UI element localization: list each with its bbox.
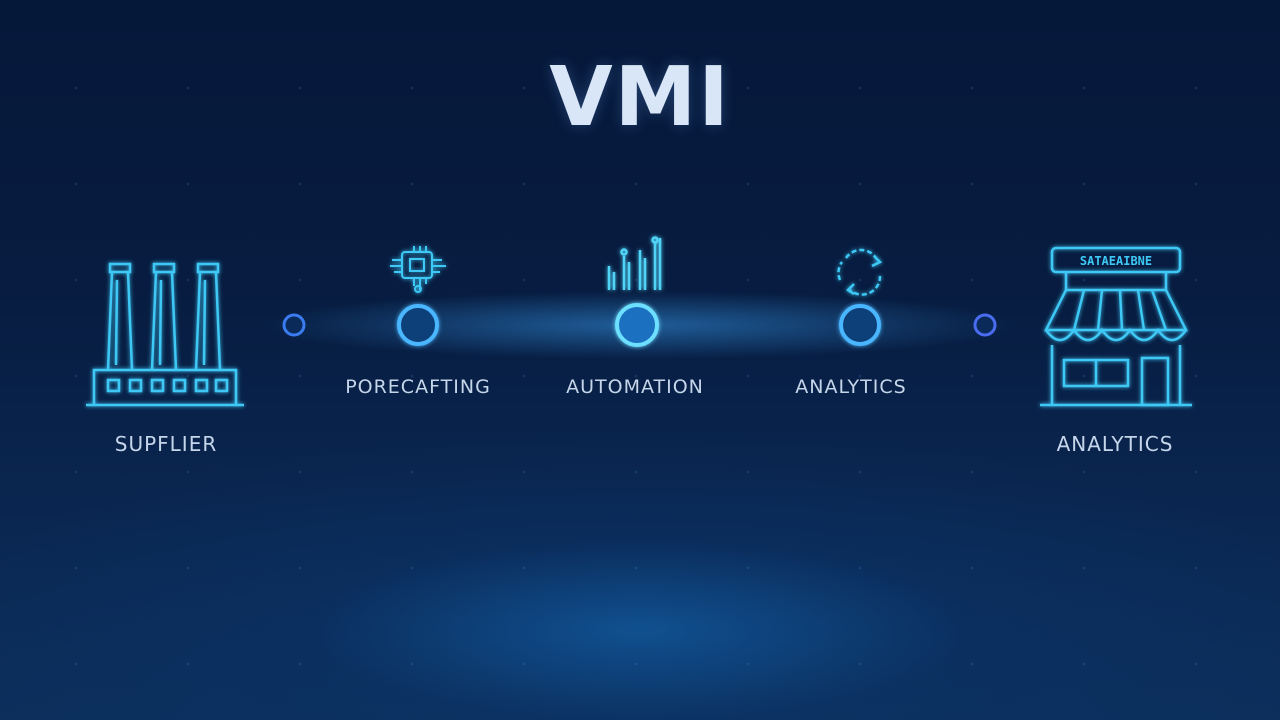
store-label: ANALYTICS (1056, 432, 1174, 456)
stage-label-forecasting: PORECAFTING (345, 376, 491, 398)
timeline-end-node (973, 313, 997, 337)
storefront-icon (1040, 246, 1192, 407)
cycle-arrows-icon (837, 248, 883, 296)
factory-icon (86, 262, 244, 407)
diagram-title: VMI (549, 50, 731, 145)
supplier-label: SUPFLIER (114, 432, 218, 456)
stage-label-automation: AUTOMATION (566, 376, 704, 398)
stage-label-analytics: ANALYTICS (795, 376, 907, 398)
forecast-chip-icon (390, 246, 446, 293)
stage-node-forecasting (397, 304, 439, 346)
bar-chart-icon (607, 236, 662, 290)
stage-node-analytics (839, 304, 881, 346)
timeline-start-node (282, 313, 306, 337)
store-sign-text: SATAEAIBNE (1080, 254, 1152, 268)
stage-node-automation (615, 303, 659, 347)
